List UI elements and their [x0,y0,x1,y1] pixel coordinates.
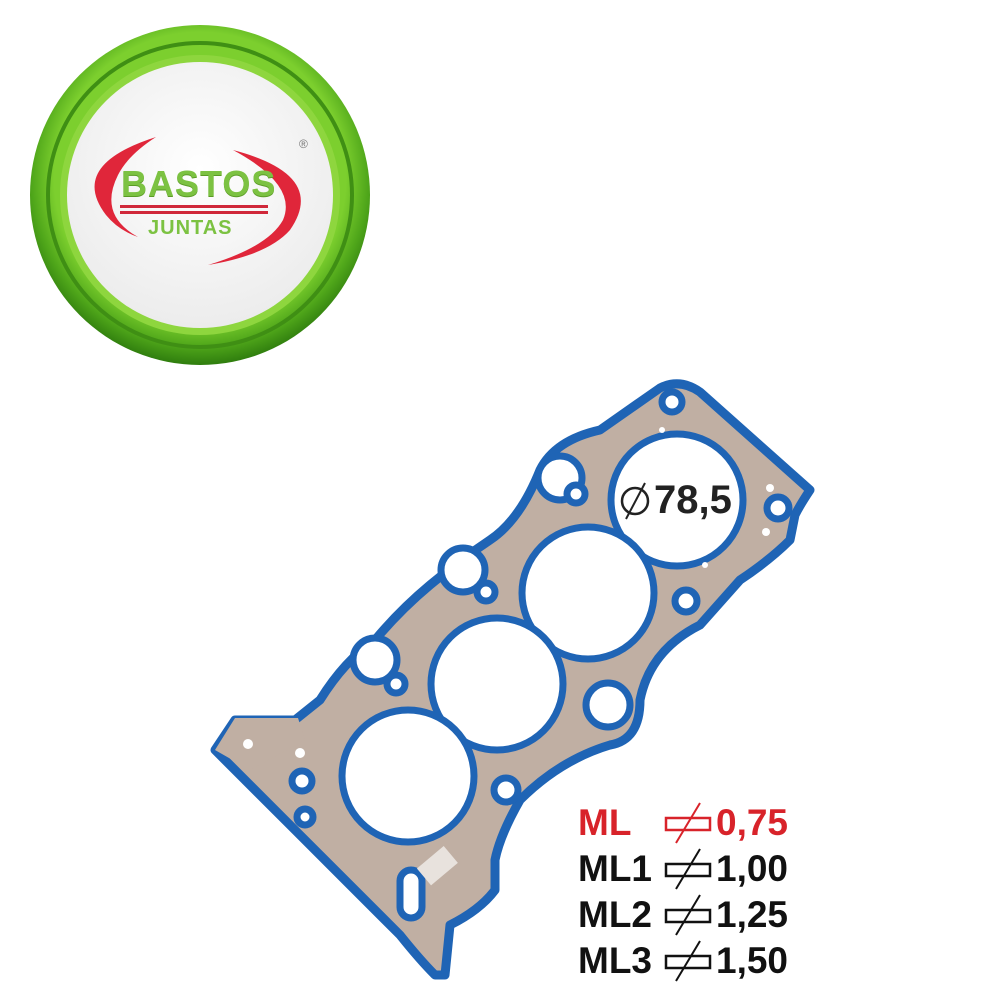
thickness-icon [664,802,712,844]
legend-row: ML1 1,00 [578,846,818,892]
logo-underline-2 [120,211,268,214]
bore-2 [518,523,658,663]
legend-row: ML2 1,25 [578,892,818,938]
logo-underline [120,205,268,208]
thickness-icon [664,894,712,936]
legend-value: 0,75 [716,802,789,843]
legend-row: ML3 1,50 [578,938,818,984]
bore-4 [338,706,478,846]
diameter-icon [620,482,650,519]
legend-code: ML2 [578,894,652,935]
legend-code: ML3 [578,940,652,981]
legend-value: 1,50 [716,940,789,981]
legend-value: 1,25 [716,894,789,935]
legend-code: ML1 [578,848,652,889]
bore-1 [607,430,747,570]
bore-diameter-label: 78,5 [618,478,732,523]
bolt-holes [288,388,793,922]
thickness-icon [664,848,712,890]
cylinder-bores [338,430,747,846]
thickness-legend: ML 0,75 ML1 1,00 ML2 1,25 ML3 1,50 [578,800,818,984]
registered-mark: ® [299,137,308,151]
logo-subtitle: JUNTAS [148,217,233,239]
legend-value: 1,00 [716,848,789,889]
bore-diameter-value: 78,5 [654,478,732,522]
legend-row: ML 0,75 [578,800,818,846]
logo-brand-name: BASTOS [121,163,277,204]
legend-code: ML [578,802,632,843]
logo-badge-icon [30,25,370,365]
brand-logo: BASTOS JUNTAS ® [28,25,373,370]
gasket-specks [243,427,774,886]
bore-3 [427,614,567,754]
thickness-icon [664,940,712,982]
